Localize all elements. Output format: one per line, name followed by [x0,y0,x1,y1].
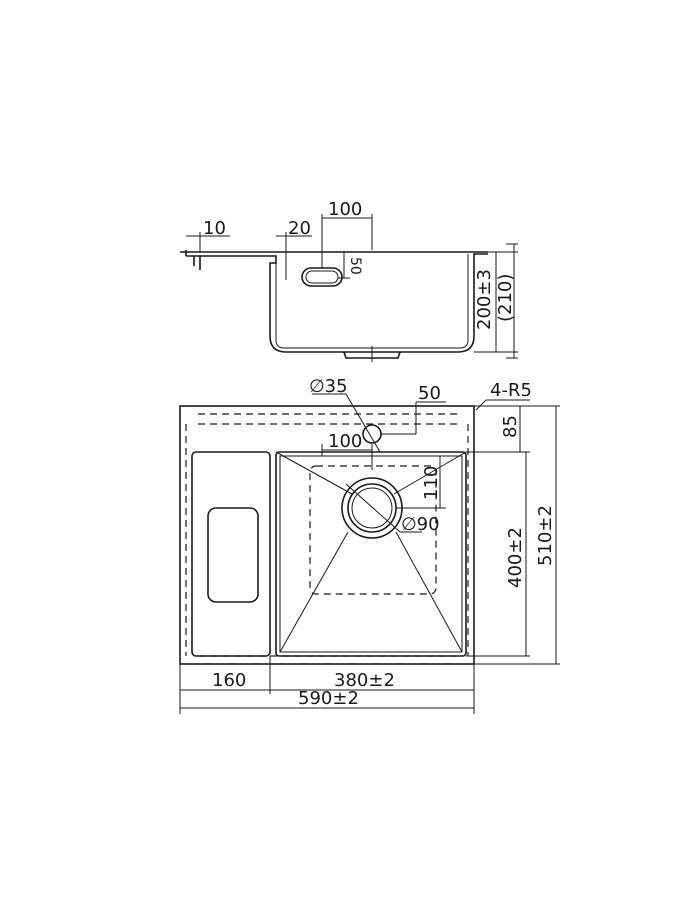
side-view-flange [185,250,201,270]
dim-overflow-pos-label: 100 [328,199,362,220]
drainboard-recess [207,507,259,603]
dim-offset-label: 20 [288,218,311,239]
dim-total-width-label: 590±2 [298,688,359,709]
dim-drainboard-width-label: 160 [212,670,246,691]
dim-bowl-width-label: 380±2 [334,670,395,691]
dim-tap-hole-label: ∅35 [309,376,348,397]
dim-flange-label: 10 [203,218,226,239]
dim-total-depth-label: (210) [495,274,516,322]
drainboard-panel [191,451,271,657]
bowl-outline [275,451,467,657]
bowl-fold-lines [275,451,467,653]
dim-overflow-height-label: 50 [347,257,363,275]
top-view: ∅35 50 4-R5 100 110 ∅90 85 400±2 510±2 [179,376,560,714]
dim-corner-radius-label: 4-R5 [490,380,532,401]
dim-tap-offset-label: 50 [418,383,441,404]
dim-top-margin-label: 85 [500,415,521,438]
dim-depth-label: 200±3 [474,269,495,330]
bowl-inner-outline [279,455,463,653]
dim-tap-from-edge-label: 100 [328,431,362,452]
overflow-slot-inner [305,270,339,284]
side-view-outline [186,253,488,353]
drain-inner [351,487,393,529]
dim-drain-label: ∅90 [401,514,440,535]
side-view-inner-outline [275,254,469,349]
dim-total-depth-label: 510±2 [535,505,556,566]
outer-rim [179,405,475,665]
drain-mid [347,483,397,533]
dim-bowl-depth-label: 400±2 [505,527,526,588]
drain-outer [341,477,403,539]
bowl-floor [309,465,437,595]
side-view: 10 20 100 50 200±3 (210) [180,199,518,362]
dim-drain-offset-label: 110 [421,466,442,500]
